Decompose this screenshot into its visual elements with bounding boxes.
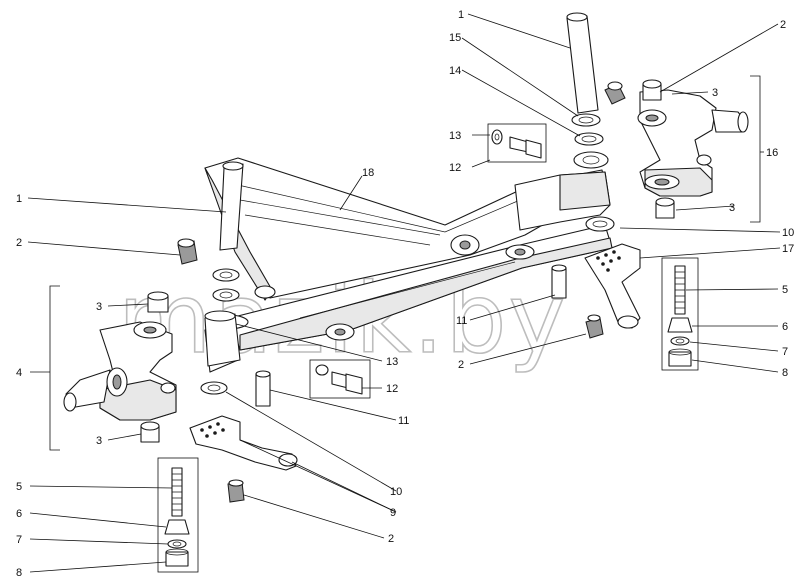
callout-l11: 11 bbox=[398, 415, 409, 427]
callout-l5: 5 bbox=[16, 481, 22, 493]
right-bolt-and-washer bbox=[487, 123, 547, 163]
callout-l2: 2 bbox=[16, 237, 22, 249]
left-axle-sleeve bbox=[204, 310, 241, 367]
right-stud-stack bbox=[661, 257, 699, 371]
callout-l3a: 3 bbox=[96, 301, 102, 313]
callout-r7: 7 bbox=[782, 346, 788, 358]
callout-r2: 2 bbox=[780, 19, 786, 31]
callout-r6: 6 bbox=[782, 321, 788, 333]
left-stud-stack bbox=[157, 457, 199, 573]
left-lower-grease-nipple bbox=[227, 479, 245, 503]
right-bushing bbox=[551, 264, 567, 299]
callout-l4: 4 bbox=[16, 367, 22, 379]
callout-l1: 1 bbox=[16, 193, 22, 205]
callout-l3b: 3 bbox=[96, 435, 102, 447]
callout-r5: 5 bbox=[782, 284, 788, 296]
left-grease-nipple bbox=[177, 238, 198, 265]
left-washer-10 bbox=[200, 381, 228, 395]
left-king-pin bbox=[219, 161, 244, 251]
callout-l7: 7 bbox=[16, 534, 22, 546]
callout-r3a: 3 bbox=[712, 87, 718, 99]
left-washers bbox=[212, 268, 240, 302]
callout-labels: 1 2 3 15 14 13 12 16 3 10 17 5 6 7 8 11 … bbox=[16, 9, 794, 579]
bracket-4 bbox=[49, 285, 60, 451]
callout-l13: 13 bbox=[386, 356, 398, 368]
right-washers bbox=[571, 113, 615, 232]
left-steering-arm bbox=[189, 415, 298, 471]
callout-r2b: 2 bbox=[458, 359, 464, 371]
callout-l6: 6 bbox=[16, 508, 22, 520]
bracket-16 bbox=[750, 75, 761, 223]
left-steering-knuckle bbox=[63, 291, 177, 443]
callout-r1: 1 bbox=[458, 9, 464, 21]
right-grease-nipple bbox=[604, 81, 626, 105]
callout-l12: 12 bbox=[386, 383, 398, 395]
callout-r17: 17 bbox=[782, 243, 794, 255]
callout-r13: 13 bbox=[449, 130, 461, 142]
callout-r3b: 3 bbox=[729, 202, 735, 214]
left-bushing bbox=[255, 370, 271, 407]
callout-l8: 8 bbox=[16, 567, 22, 579]
left-bolt-and-washer bbox=[309, 359, 371, 399]
right-king-pin bbox=[566, 12, 599, 114]
callout-r16: 16 bbox=[766, 147, 778, 159]
callout-l10: 10 bbox=[390, 486, 402, 498]
right-steering-arm bbox=[584, 243, 641, 329]
callout-r14: 14 bbox=[449, 65, 461, 77]
callout-r11: 11 bbox=[456, 315, 467, 327]
callout-r8: 8 bbox=[782, 367, 788, 379]
callout-l9: 9 bbox=[390, 507, 396, 519]
callout-l2b: 2 bbox=[388, 533, 394, 545]
callout-r10: 10 bbox=[782, 227, 794, 239]
right-lower-grease-nipple bbox=[585, 314, 604, 339]
callout-r12: 12 bbox=[449, 162, 461, 174]
leader-lines bbox=[27, 13, 781, 573]
callout-l18: 18 bbox=[362, 167, 374, 179]
callout-r15: 15 bbox=[449, 32, 461, 44]
right-steering-knuckle bbox=[637, 79, 749, 219]
